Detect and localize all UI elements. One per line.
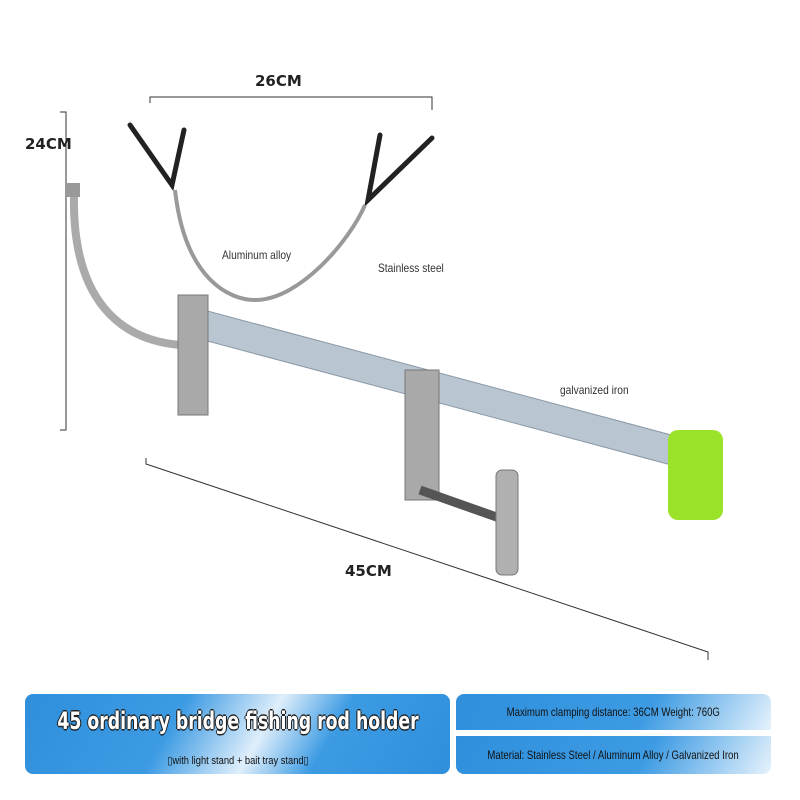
t-handle <box>495 469 519 576</box>
length-dimension: 45CM <box>345 562 392 580</box>
screw <box>418 485 507 525</box>
spec-clamping-text: Maximum clamping distance: 36CM Weight: … <box>506 705 721 719</box>
title-banner: 45 ordinary bridge fishing rod holder ▯w… <box>25 694 450 774</box>
v-rod-rest <box>127 122 435 208</box>
gooseneck-tip <box>66 183 80 197</box>
front-clamp <box>404 369 440 501</box>
spec-material-text: Material: Stainless Steel / Aluminum All… <box>487 748 740 762</box>
height-dimension: 24CM <box>25 135 72 153</box>
width-dimension: 26CM <box>255 72 302 90</box>
spec-clamping: Maximum clamping distance: 36CM Weight: … <box>456 694 771 730</box>
galvanized-label: galvanized iron <box>560 383 629 397</box>
spec-material: Material: Stainless Steel / Aluminum All… <box>456 736 771 774</box>
stainless-label: Stainless steel <box>378 261 444 275</box>
product-title: 45 ordinary bridge fishing rod holder <box>56 707 419 735</box>
dimension-lines <box>60 96 709 660</box>
aluminum-label: Aluminum alloy <box>222 248 292 262</box>
gooseneck-arm <box>69 194 181 349</box>
stainless-wire <box>173 189 367 303</box>
green-end-cap <box>668 430 723 520</box>
rear-clamp <box>177 294 209 416</box>
product-subtitle: ▯with light stand + bait tray stand▯ <box>166 755 309 767</box>
